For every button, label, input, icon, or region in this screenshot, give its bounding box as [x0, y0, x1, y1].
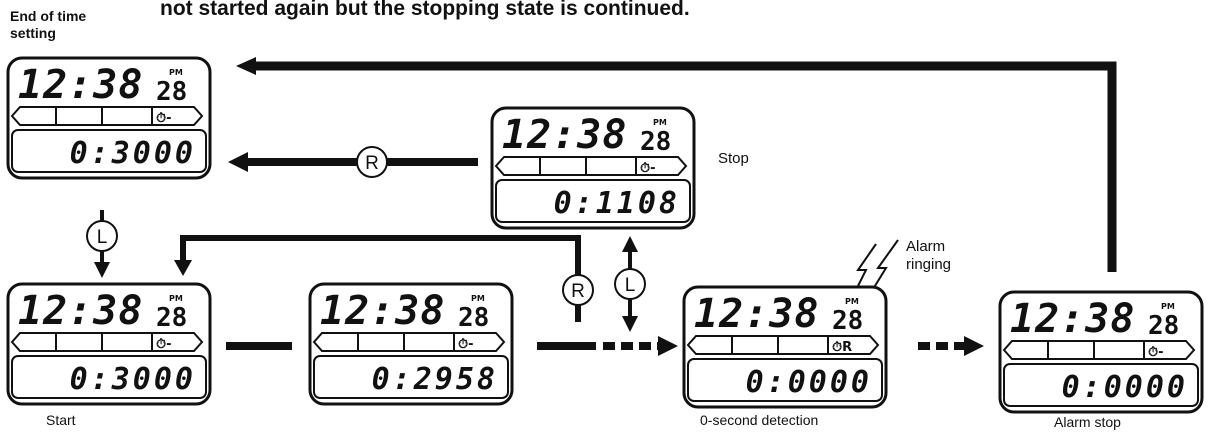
- timer-icon: ⏱-: [458, 337, 474, 352]
- arrow-alarm-stop-to-end-head: [236, 57, 256, 75]
- label-end-of-time-setting: End of time setting: [10, 8, 86, 42]
- lcd-count-window: [313, 355, 509, 399]
- lcd-pm-indicator: PM: [845, 297, 859, 306]
- timer-icon: ⏱-: [640, 161, 656, 176]
- lcd-date: 28: [1148, 311, 1179, 341]
- lcd-count-window: [687, 358, 883, 402]
- lcd-countdown: 0:2958: [372, 362, 498, 397]
- lcd-status-band: [312, 332, 506, 352]
- lcd-count-window: [495, 179, 691, 223]
- lcd-countdown: 0:3000: [70, 362, 196, 397]
- svg-text:L: L: [625, 275, 636, 296]
- lcd-time: 12:38: [18, 62, 143, 108]
- timer-icon: ⏱-: [156, 337, 172, 352]
- lcd-date: 28: [640, 127, 671, 157]
- label-end-of-time-setting-line1: End of time: [10, 8, 87, 24]
- label-end-of-time-setting-line2: setting: [10, 25, 56, 41]
- lcd-count-window: [1003, 363, 1199, 407]
- lcd-status-band: [10, 332, 204, 352]
- alarm-ringing-lightning-icon: [851, 239, 899, 299]
- svg-text:R: R: [365, 153, 379, 174]
- arrow-r-to-start-head: [174, 260, 192, 276]
- lcd-countdown: 0:3000: [70, 136, 196, 171]
- lcd-time: 12:38: [1010, 296, 1135, 342]
- arrow-end-to-start-head: [94, 262, 110, 278]
- label-stop: Stop: [718, 150, 749, 167]
- lcd-date: 28: [832, 306, 863, 336]
- lcd-status-band: [10, 106, 204, 126]
- arrow-stop-run-link-down: [622, 316, 638, 332]
- lcd-pm-indicator: PM: [1161, 302, 1175, 311]
- label-alarm-ringing-line1: Alarm: [906, 238, 946, 255]
- lcd-date: 28: [156, 77, 187, 107]
- lcd-status-band: [494, 156, 688, 176]
- button-r-circle: R: [356, 146, 388, 178]
- lcd-pm-indicator: PM: [169, 294, 183, 303]
- lcd-time: 12:38: [320, 288, 445, 334]
- lcd-count-window: [11, 355, 207, 399]
- label-alarm-stop: Alarm stop: [1054, 414, 1121, 430]
- timer-icon: ⏱-: [1148, 345, 1164, 360]
- arrow-stop-run-link-up: [622, 236, 638, 252]
- svg-text:L: L: [97, 227, 108, 248]
- header-caption: not started again but the stopping state…: [160, 0, 690, 20]
- timer-icon: ⏱-: [156, 111, 172, 126]
- svg-text:R: R: [571, 281, 585, 302]
- lcd-date: 28: [156, 303, 187, 333]
- lcd-time: 12:38: [18, 288, 143, 334]
- label-start: Start: [46, 412, 76, 428]
- arrow-stop-to-end-head: [228, 152, 248, 172]
- lcd-pm-indicator: PM: [169, 68, 183, 77]
- arrow-zero-to-alarm-stop-head: [964, 336, 984, 356]
- lcd-countdown: 0:0000: [746, 365, 872, 400]
- button-l-circle-stop: L: [614, 268, 646, 300]
- lcd-pm-indicator: PM: [471, 294, 485, 303]
- lcd-time: 12:38: [502, 112, 627, 158]
- lcd-pm-indicator: PM: [653, 118, 667, 127]
- lcd-count-window: [11, 129, 207, 173]
- lcd-status-band: [686, 335, 880, 355]
- label-alarm-ringing: Alarm ringing: [906, 238, 951, 274]
- timer-icon: ⏱R: [832, 340, 852, 355]
- arrow-running-to-zero-head: [658, 336, 678, 356]
- lcd-date: 28: [458, 303, 489, 333]
- arrow-alarm-stop-to-end: [250, 61, 1117, 272]
- lcd-status-band: [1002, 340, 1196, 360]
- lcd-countdown: 0:0000: [1062, 370, 1188, 405]
- lcd-time: 12:38: [694, 291, 819, 337]
- label-zero-second-detection: 0-second detection: [700, 412, 819, 428]
- button-r-circle-bracket: R: [562, 274, 594, 306]
- lcd-countdown: 0:1108: [554, 186, 680, 221]
- button-l-circle: L: [86, 220, 118, 252]
- label-alarm-ringing-line2: ringing: [906, 256, 952, 273]
